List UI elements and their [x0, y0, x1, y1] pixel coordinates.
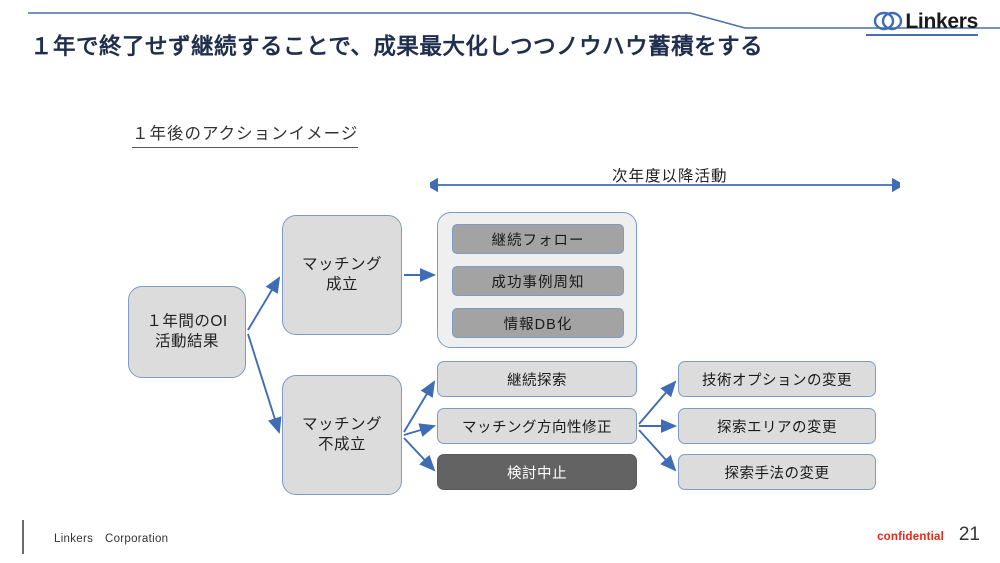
fail-action-revise-direction[interactable]: マッチング方向性修正	[437, 408, 637, 444]
footer-company-name: Linkers Corporation	[54, 533, 169, 545]
footer-divider	[22, 520, 24, 554]
timeline-label: 次年度以降活動	[612, 168, 728, 185]
logo-underline	[866, 34, 978, 36]
success-action-item[interactable]: 成功事例周知	[452, 266, 624, 296]
success-actions-panel: 継続フォロー 成功事例周知 情報DB化	[437, 212, 637, 348]
success-action-item[interactable]: 情報DB化	[452, 308, 624, 338]
revision-option-method[interactable]: 探索手法の変更	[678, 454, 876, 490]
revision-option-area[interactable]: 探索エリアの変更	[678, 408, 876, 444]
node-label-line1: １年間のOI	[146, 312, 228, 330]
fail-action-continue-search[interactable]: 継続探索	[437, 361, 637, 397]
node-label-line2: 成立	[325, 276, 358, 293]
node-label: １年間のOI 活動結果	[146, 312, 227, 353]
logo-text: Linkers	[905, 9, 978, 33]
section-heading: １年後のアクションイメージ	[132, 120, 359, 148]
success-action-item[interactable]: 継続フォロー	[452, 224, 624, 254]
linkers-logo: Linkers	[873, 8, 978, 34]
node-matching-failure[interactable]: マッチング 不成立	[282, 375, 402, 495]
overlapping-circles-icon	[874, 11, 903, 31]
fail-action-stop-review[interactable]: 検討中止	[437, 454, 637, 490]
page-title: １年で終了せず継続することで、成果最大化しつつノウハウ蓄積をする	[30, 34, 764, 59]
node-label-line2: 不成立	[317, 436, 366, 453]
node-label-line1: マッチング	[301, 255, 382, 273]
node-label-line1: マッチング	[301, 415, 382, 433]
page-number: 21	[958, 524, 980, 545]
node-label: マッチング 不成立	[302, 415, 382, 456]
confidential-label: confidential	[877, 531, 944, 543]
node-oi-activity-result[interactable]: １年間のOI 活動結果	[128, 286, 246, 378]
node-matching-success[interactable]: マッチング 成立	[282, 215, 402, 335]
revision-option-technology[interactable]: 技術オプションの変更	[678, 361, 876, 397]
node-label: マッチング 成立	[302, 255, 382, 296]
node-label-line2: 活動結果	[154, 333, 219, 350]
